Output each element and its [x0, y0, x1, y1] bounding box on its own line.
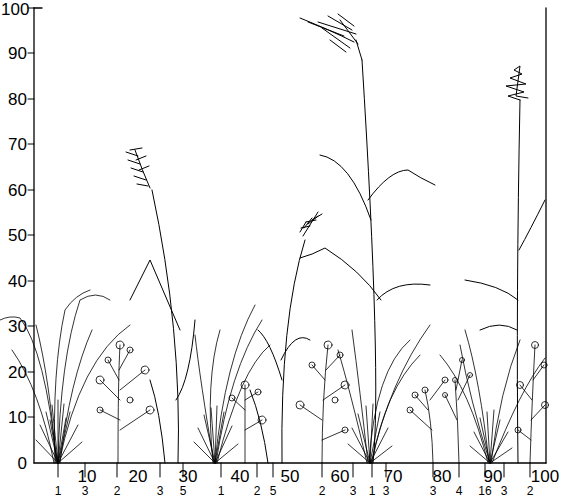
axis-tick-label: 40: [8, 273, 27, 290]
species-number: 3: [430, 485, 437, 497]
axis-tick-label: 60: [8, 182, 27, 199]
species-number: 2: [114, 485, 121, 497]
species-number: 3: [157, 485, 164, 497]
axis-tick-label: 30: [179, 468, 198, 485]
grass-tussock: [0, 290, 545, 463]
species-number: 4: [456, 485, 463, 497]
axis-tick-label: 70: [384, 468, 403, 485]
axis-tick-label: 50: [281, 468, 300, 485]
axis-tick-label: 20: [129, 468, 148, 485]
species-number: 2: [527, 485, 534, 497]
species-number: 1: [55, 485, 62, 497]
species-number: 3: [82, 485, 89, 497]
axis-tick-label: 80: [8, 91, 27, 108]
axis-tick-label: 0: [18, 455, 27, 472]
species-number: 1: [369, 485, 376, 497]
axis-tick-label: 70: [8, 136, 27, 153]
species-number: 2: [254, 485, 261, 497]
species-number: 5: [270, 485, 277, 497]
axis-tick-label: 10: [78, 468, 97, 485]
axes: [34, 8, 546, 463]
herb: [96, 341, 549, 463]
axis-tick-label: 80: [433, 468, 452, 485]
species-number: 3: [501, 485, 508, 497]
axis-tick-label: 100: [531, 468, 559, 485]
species-number: 5: [180, 485, 187, 497]
axis-ticks: [28, 8, 530, 477]
axis-tick-label: 90: [484, 468, 503, 485]
grass-culm: [126, 14, 545, 463]
species-number: 1: [218, 485, 225, 497]
axis-tick-label: 100: [1, 1, 29, 18]
species-number: 2: [319, 485, 326, 497]
axis-tick-label: 40: [231, 468, 250, 485]
axis-tick-label: 20: [8, 364, 27, 381]
species-number: 3: [383, 485, 390, 497]
axis-tick-label: 90: [8, 45, 27, 62]
species-number: 3: [350, 485, 357, 497]
axis-tick-label: 30: [8, 318, 27, 335]
axis-tick-label: 50: [8, 227, 27, 244]
axis-tick-label: 10: [8, 409, 27, 426]
species-number: 16: [478, 485, 491, 497]
axis-tick-label: 60: [331, 468, 350, 485]
